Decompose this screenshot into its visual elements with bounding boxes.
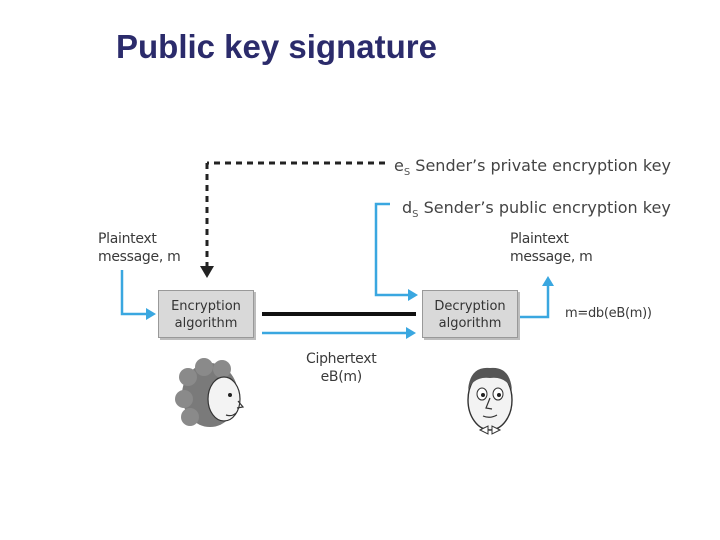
private-key-text: Sender’s private encryption key — [415, 156, 671, 175]
encryption-line1: Encryption — [171, 299, 241, 314]
public-key-symbol: d — [402, 198, 413, 217]
right-plaintext-line1: Plaintext — [510, 231, 569, 247]
ciphertext-label: Ciphertext eB(m) — [306, 350, 377, 386]
public-key-arrow — [374, 202, 418, 301]
private-key-subscript: S — [403, 167, 411, 179]
result-formula: m=db(eB(m)) — [565, 306, 652, 321]
plaintext-out-arrow — [510, 276, 554, 319]
decryption-line2: algorithm — [438, 316, 502, 331]
public-key-text: Sender’s public encryption key — [423, 198, 671, 217]
right-plaintext-label: Plaintext message, m — [510, 230, 593, 266]
ciphertext-arrowhead-icon — [406, 327, 416, 339]
decryption-line1: Decryption — [434, 299, 506, 314]
sender-avatar-icon — [175, 358, 245, 427]
public-key-label: dS Sender’s public encryption key — [402, 198, 671, 220]
private-key-dashed-arrow — [200, 161, 385, 278]
public-key-subscript: S — [412, 209, 419, 221]
ciphertext-line1: Ciphertext — [306, 351, 377, 367]
left-plaintext-label: Plaintext message, m — [98, 230, 181, 266]
left-plaintext-line2: message, m — [98, 249, 181, 265]
left-plaintext-line1: Plaintext — [98, 231, 157, 247]
private-key-symbol: e — [394, 156, 404, 175]
plaintext-in-arrowhead-icon — [146, 308, 156, 320]
plaintext-in-arrow — [120, 270, 156, 320]
page-title: Public key signature — [116, 28, 437, 65]
public-key-arrowhead-icon — [408, 289, 418, 301]
right-plaintext-line2: message, m — [510, 249, 593, 265]
private-key-label: eS Sender’s private encryption key — [394, 156, 671, 178]
receiver-avatar-icon — [467, 367, 513, 435]
encryption-line2: algorithm — [174, 316, 238, 331]
plaintext-out-arrowhead-icon — [542, 276, 554, 286]
encryption-algorithm-box: Encryption algorithm — [158, 290, 254, 338]
ciphertext-channel — [262, 312, 416, 339]
decryption-algorithm-box: Decryption algorithm — [422, 290, 518, 338]
dashed-arrowhead-icon — [200, 266, 214, 278]
ciphertext-line2: eB(m) — [320, 369, 363, 385]
